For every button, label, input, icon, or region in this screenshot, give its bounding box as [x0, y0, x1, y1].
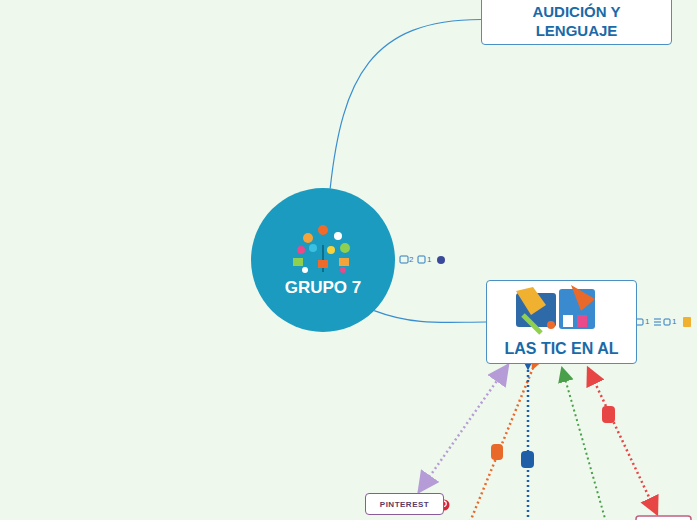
- node-label: LAS TIC EN AL: [487, 340, 636, 358]
- topic-box: AUDICIÓN Y LENGUAJE: [481, 0, 672, 45]
- node-label: PINTEREST: [366, 500, 443, 509]
- node-label: AUDICIÓN Y LENGUAJE: [496, 2, 657, 40]
- illustration: [283, 220, 363, 276]
- connector: [419, 365, 508, 492]
- badge-count: 1: [645, 317, 649, 327]
- badge-count: 2: [409, 255, 413, 265]
- central-circle: GRUPO 7: [251, 188, 395, 332]
- node-label: GRUPO 7: [251, 278, 395, 298]
- badge-count: 1: [672, 317, 676, 327]
- subtopic-box: PINTEREST: [365, 493, 444, 515]
- topic-box: LAS TIC EN AL: [486, 280, 637, 364]
- connector: [374, 311, 486, 323]
- illustration: [511, 285, 599, 335]
- badge-count: 1: [427, 255, 431, 265]
- connector: [330, 20, 481, 189]
